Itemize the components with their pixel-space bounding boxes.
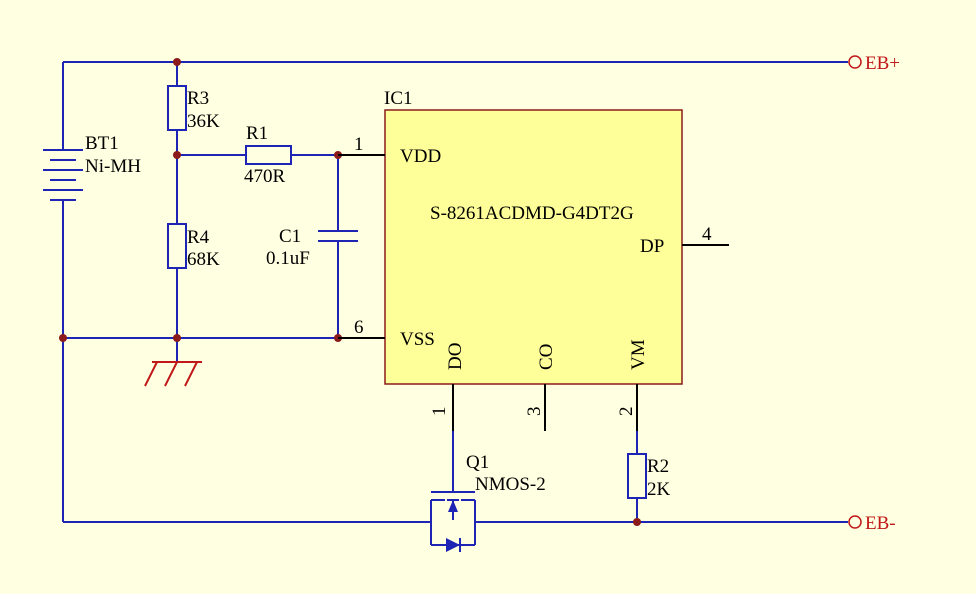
- r4-value-label: 68K: [187, 249, 220, 270]
- arrow-up-icon: [448, 500, 458, 512]
- pin-name-vss: VSS: [400, 329, 435, 350]
- wires: [62, 61, 848, 523]
- port-eb-minus[interactable]: EB-: [848, 513, 896, 534]
- pin-name-dp: DP: [640, 236, 664, 257]
- port-eb-minus-label: EB-: [865, 513, 896, 534]
- resistor-body: [627, 453, 647, 499]
- q1-value-label: NMOS-2: [475, 474, 546, 495]
- ground-hatch: [144, 361, 158, 387]
- r2-ref-label: R2: [647, 456, 669, 477]
- r4-ref-label: R4: [187, 227, 210, 248]
- r2-value-label: 2K: [647, 479, 671, 500]
- port-eb-plus-label: EB+: [865, 53, 900, 74]
- battery-bt1[interactable]: BT1 Ni-MH: [43, 133, 141, 201]
- pin-name-vm: VM: [628, 339, 649, 370]
- diode-icon: [446, 538, 460, 552]
- junction-dot: [633, 518, 641, 526]
- r3-value-label: 36K: [187, 111, 220, 132]
- ground-hatch: [164, 361, 178, 387]
- ic-ic1[interactable]: IC1 S-8261ACDMD-G4DT2G 1 VDD 6 VSS 4 DP …: [338, 88, 729, 431]
- port-eb-plus[interactable]: EB+: [848, 53, 900, 74]
- junction-dot: [173, 334, 181, 342]
- pin-number-dp: 4: [702, 224, 712, 245]
- junction-dot: [173, 151, 181, 159]
- junction-dot: [59, 334, 67, 342]
- r1-value-label: 470R: [244, 166, 286, 187]
- resistor-r1[interactable]: R1 470R: [244, 123, 292, 187]
- ic-body: [384, 109, 683, 385]
- bt1-ref-label: BT1: [85, 133, 119, 154]
- pin-number-vm: 2: [616, 407, 637, 417]
- pin-number-do: 1: [429, 407, 450, 417]
- bt1-value-label: Ni-MH: [85, 156, 141, 177]
- c1-ref-label: C1: [279, 226, 301, 247]
- resistor-body: [167, 223, 187, 269]
- pin-number-vdd: 1: [354, 134, 364, 155]
- ic1-part-label: S-8261ACDMD-G4DT2G: [430, 203, 634, 224]
- port-terminal-icon[interactable]: [848, 55, 862, 69]
- capacitor-c1[interactable]: C1 0.1uF: [266, 226, 358, 269]
- ic1-ref-label: IC1: [384, 88, 413, 109]
- resistor-body: [167, 85, 187, 131]
- ground-icon: [144, 361, 202, 387]
- pin-number-co: 3: [524, 407, 545, 417]
- pin-number-vss: 6: [354, 317, 364, 338]
- resistor-body: [245, 145, 292, 165]
- port-terminal-icon[interactable]: [848, 515, 862, 529]
- r3-ref-label: R3: [187, 88, 209, 109]
- r1-ref-label: R1: [246, 123, 268, 144]
- c1-value-label: 0.1uF: [266, 248, 310, 269]
- pin-name-vdd: VDD: [400, 146, 441, 167]
- pin-name-co: CO: [536, 344, 557, 370]
- resistor-r4[interactable]: R4 68K: [167, 223, 220, 270]
- transistor-q1[interactable]: Q1 NMOS-2: [385, 452, 546, 552]
- pin-name-do: DO: [445, 343, 466, 370]
- resistor-r2[interactable]: R2 2K: [627, 453, 671, 500]
- q1-ref-label: Q1: [466, 452, 489, 473]
- ground-hatch: [184, 361, 198, 387]
- resistor-r3[interactable]: R3 36K: [167, 85, 220, 132]
- junction-dot: [173, 58, 181, 66]
